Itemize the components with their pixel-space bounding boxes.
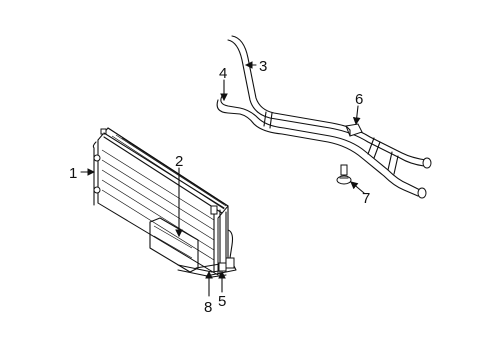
callout-7: 7 [362,190,370,207]
callout-4: 4 [219,65,227,82]
cooler-lines [216,35,432,199]
oil-cooler-radiator [92,127,237,278]
callout-8: 8 [204,299,212,316]
clip-part [345,123,363,137]
bolt-part [336,164,352,185]
callout-5: 5 [218,293,226,310]
callout-3: 3 [259,58,267,75]
callout-1: 1 [69,165,77,182]
leader-lines [80,61,365,297]
callout-6: 6 [355,91,363,108]
fitting-part [218,262,227,272]
callout-2: 2 [175,153,183,170]
